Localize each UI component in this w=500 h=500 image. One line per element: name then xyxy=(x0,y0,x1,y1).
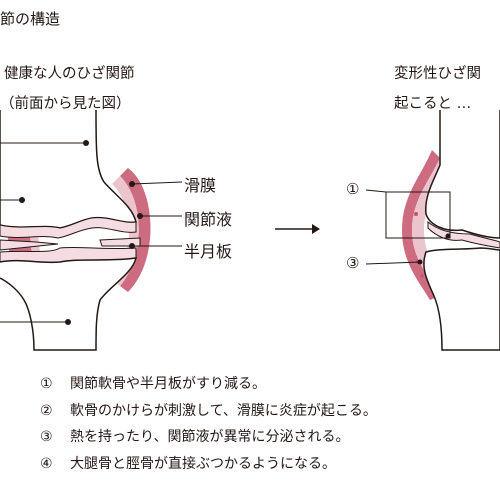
step-number: ③ xyxy=(40,429,53,445)
label-synovium: 滑膜 xyxy=(184,176,217,195)
page-title: 節の構造 xyxy=(0,10,61,28)
synovium-capsule-right xyxy=(120,168,151,292)
step-item: ③ 熱を持ったり、関節液が異常に分泌される。 xyxy=(40,424,377,451)
step-item: ① 関節軟骨や半月板がすり減る。 xyxy=(40,371,377,398)
cartilage-fragment xyxy=(420,274,424,278)
leader-dot-1 xyxy=(445,233,451,239)
cartilage-fragment xyxy=(414,212,418,216)
label-synovial-fluid: 関節液 xyxy=(184,210,233,229)
step-item: ④ 大腿骨と脛骨が直接ぶつかるようになる。 xyxy=(40,451,377,478)
marker-3: ③ xyxy=(346,254,360,272)
leader-dot-3 xyxy=(417,259,423,265)
step-text: 熱を持ったり、関節液が異常に分泌される。 xyxy=(70,429,350,445)
arthritic-knee-title: 変形性ひざ関 xyxy=(394,66,481,82)
step-text: 軟骨のかけらが刺激して、滑膜に炎症が起こる。 xyxy=(70,402,377,419)
arthritic-worn-cartilage xyxy=(427,220,500,249)
step-text: 関節軟骨や半月板がすり減る。 xyxy=(70,376,266,392)
callout-line-3 xyxy=(365,261,421,265)
tibia xyxy=(0,257,138,351)
healthy-knee-subtitle: （前面から見た図） xyxy=(0,96,131,112)
step-number: ② xyxy=(40,402,53,419)
arthritic-knee xyxy=(365,110,500,351)
arthritic-femur xyxy=(425,110,500,239)
femur-cartilage xyxy=(0,217,137,239)
label-meniscus: 半月板 xyxy=(184,242,233,261)
step-item: ② 軟骨のかけらが刺激して、滑膜に炎症が起こる。 xyxy=(40,398,377,425)
step-number: ④ xyxy=(40,455,53,472)
leader-line-synovium xyxy=(131,181,183,185)
transition-arrow xyxy=(275,224,320,234)
callout-line-1 xyxy=(365,189,387,193)
callout-box-1 xyxy=(385,191,451,239)
arthritic-tibia xyxy=(423,247,500,351)
step-text: 大腿骨と脛骨が直接ぶつかるようになる。 xyxy=(70,455,336,472)
step-number: ① xyxy=(40,376,53,392)
healthy-knee xyxy=(0,109,183,351)
marker-1: ① xyxy=(346,180,360,198)
femur xyxy=(0,109,137,229)
healthy-knee-title: 健康な人のひざ関節 xyxy=(4,66,135,82)
arthritic-knee-subtitle: 起こると … xyxy=(394,96,472,112)
